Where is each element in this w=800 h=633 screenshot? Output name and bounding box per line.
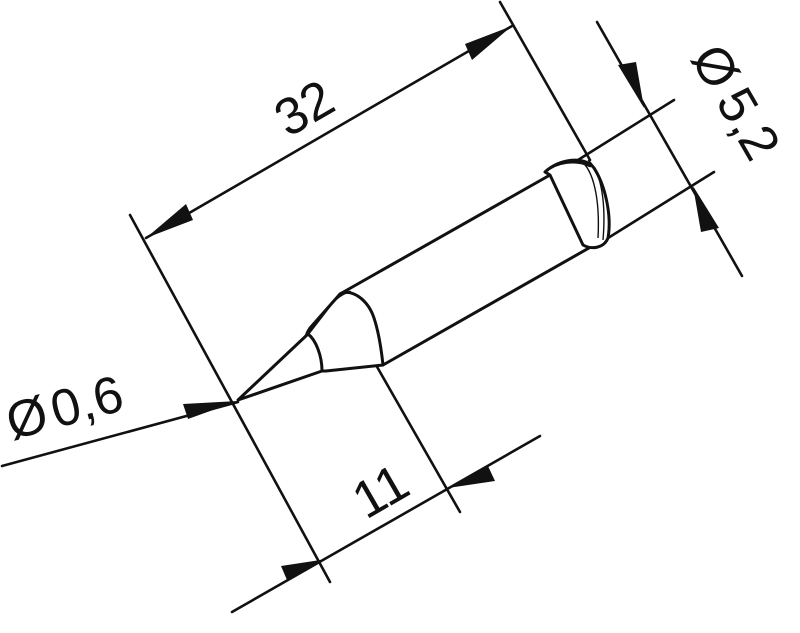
arrowhead-icon — [465, 26, 512, 60]
dimension-32: 32 — [144, 24, 514, 240]
arrowhead-icon — [183, 401, 238, 419]
arrowhead-icon — [281, 559, 327, 580]
dimension-label-0-6: 0,6 — [45, 365, 130, 440]
extension-line-diameter-bottom — [598, 170, 716, 245]
extension-line-tip-start — [128, 213, 332, 584]
dimension-diameter-0-6: Ø 0,6 — [0, 365, 240, 468]
dimension-label-32: 32 — [265, 69, 344, 148]
soldering-tip — [236, 158, 611, 402]
diameter-symbol: Ø — [0, 385, 54, 451]
dimension-11: 11 — [230, 434, 542, 614]
arrowhead-icon — [618, 62, 644, 108]
dimension-diameter-5-2: Ø 5,2 — [595, 20, 791, 278]
arrowhead-icon — [693, 186, 719, 232]
extension-line-diameter-top — [576, 98, 676, 162]
arrowhead-icon — [146, 204, 193, 238]
arrowhead-icon — [448, 466, 495, 488]
tip-point — [236, 332, 324, 402]
dimension-label-11: 11 — [343, 453, 419, 530]
extension-line-rear — [498, 0, 592, 162]
dimension-label-5-2: 5,2 — [705, 78, 791, 170]
